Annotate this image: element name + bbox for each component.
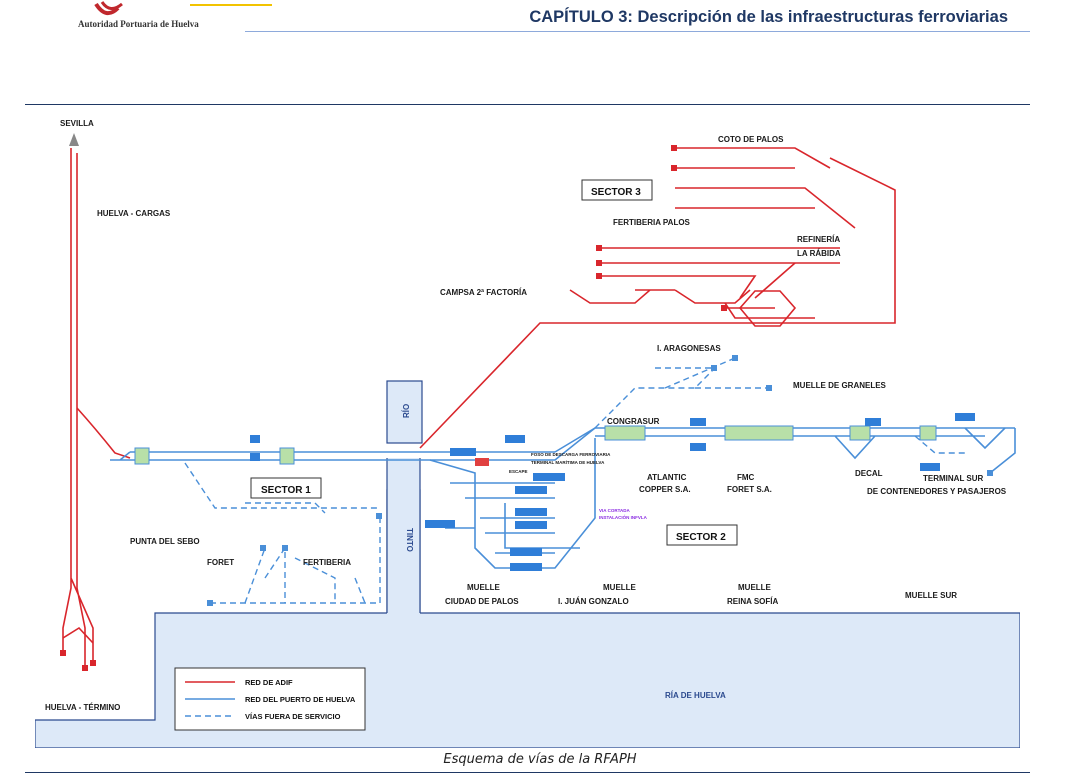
label-muelle-jg-1: MUELLE	[603, 583, 637, 592]
legend: RED DE ADIF RED DEL PUERTO DE HUELVA VÍA…	[174, 667, 366, 731]
label-rio: RÍO	[402, 404, 411, 418]
label-congrasur: CONGRASUR	[607, 417, 660, 426]
label-via-cortada-1: VIA CORTADA	[599, 508, 630, 513]
label-punta-sebo: PUNTA DEL SEBO	[130, 537, 200, 546]
logo-accent-bar	[190, 4, 272, 6]
adif-terminals	[60, 145, 727, 671]
figure-caption: Esquema de vías de la RFAPH	[443, 752, 637, 767]
label-sevilla: SEVILLA	[60, 119, 94, 128]
svg-text:SECTOR 3: SECTOR 3	[591, 187, 641, 198]
label-muelle-jg-2: I. JUÁN GONZALO	[558, 597, 629, 606]
legend-adif-label: RED DE ADIF	[245, 678, 293, 687]
railway-network-diagram: SEVILLA HUELVA - CARGAS HUELVA - TÉRMINO…	[35, 119, 1020, 748]
label-atlantic-1: ATLANTIC	[647, 473, 687, 482]
label-campsa: CAMPSA 2ª FACTORÍA	[440, 288, 527, 297]
label-refineria-2: LA RÁBIDA	[797, 249, 841, 258]
header-divider	[245, 31, 1030, 32]
station-blocks	[134, 413, 975, 571]
chapter-title: CAPÍTULO 3: Descripción de las infraestr…	[529, 8, 1008, 26]
label-foso-1: FOSO DE DESCARGA FERROVIARIA	[531, 452, 611, 457]
port-network	[110, 427, 1016, 569]
sector-1-box: SECTOR 1	[250, 477, 322, 499]
organization-name: Autoridad Portuaria de Huelva	[78, 19, 199, 29]
svg-text:SECTOR 1: SECTOR 1	[261, 485, 311, 496]
label-terminal-sur-2: DE CONTENEDORES Y PASAJEROS	[867, 487, 1007, 496]
label-muelle-cp-2: CIUDAD DE PALOS	[445, 597, 519, 606]
out-of-service-tracks	[184, 357, 965, 604]
label-tinto: TINTO	[405, 528, 414, 552]
label-huelva-cargas: HUELVA - CARGAS	[97, 209, 171, 218]
figure-top-divider	[25, 104, 1030, 105]
label-coto-de-palos: COTO DE PALOS	[718, 135, 784, 144]
label-ria-de-huelva: RÍA DE HUELVA	[665, 691, 726, 700]
label-fmc-1: FMC	[737, 473, 755, 482]
label-muelle-sur: MUELLE SUR	[905, 591, 957, 600]
adif-network	[62, 147, 896, 668]
sevilla-arrow-icon	[69, 133, 79, 146]
label-fertiberia-palos: FERTIBERIA PALOS	[613, 218, 691, 227]
header-logo: Autoridad Portuaria de Huelva	[40, 0, 272, 32]
label-aragonesas: I. ARAGONESAS	[657, 344, 721, 353]
svg-text:SECTOR 2: SECTOR 2	[676, 532, 726, 543]
legend-fuera-label: VÍAS FUERA DE SERVICIO	[245, 712, 341, 721]
port-authority-logo-icon	[94, 1, 123, 16]
label-foso-2: TERMINAL MARÍTIMA DE HUELVA	[531, 458, 605, 465]
label-atlantic-2: COPPER S.A.	[639, 485, 691, 494]
sector-2-box: SECTOR 2	[666, 524, 738, 546]
tinto-shore	[386, 458, 421, 613]
label-refineria-1: REFINERÍA	[797, 235, 840, 244]
rio-water	[386, 380, 423, 444]
label-via-cortada-2: INSTALACIÓN INFVLA	[599, 513, 648, 520]
figure-bottom-divider	[25, 772, 1030, 773]
label-decal: DECAL	[855, 469, 883, 478]
label-muelle-cp-1: MUELLE	[467, 583, 501, 592]
label-muelle-rs-2: REINA SOFÍA	[727, 597, 778, 606]
label-huelva-termino: HUELVA - TÉRMINO	[45, 703, 120, 712]
label-graneles: MUELLE DE GRANELES	[793, 381, 887, 390]
legend-puerto-label: RED DEL PUERTO DE HUELVA	[245, 695, 356, 704]
label-escape: ESCAPE	[509, 469, 528, 474]
tinto-water	[387, 458, 420, 618]
label-muelle-rs-1: MUELLE	[738, 583, 772, 592]
label-terminal-sur-1: TERMINAL SUR	[923, 474, 984, 483]
label-fmc-2: FORET S.A.	[727, 485, 772, 494]
sector-3-box: SECTOR 3	[581, 179, 653, 201]
label-fertiberia: FERTIBERIA	[303, 558, 351, 567]
label-foret: FORET	[207, 558, 234, 567]
dead-end-markers	[207, 355, 993, 606]
